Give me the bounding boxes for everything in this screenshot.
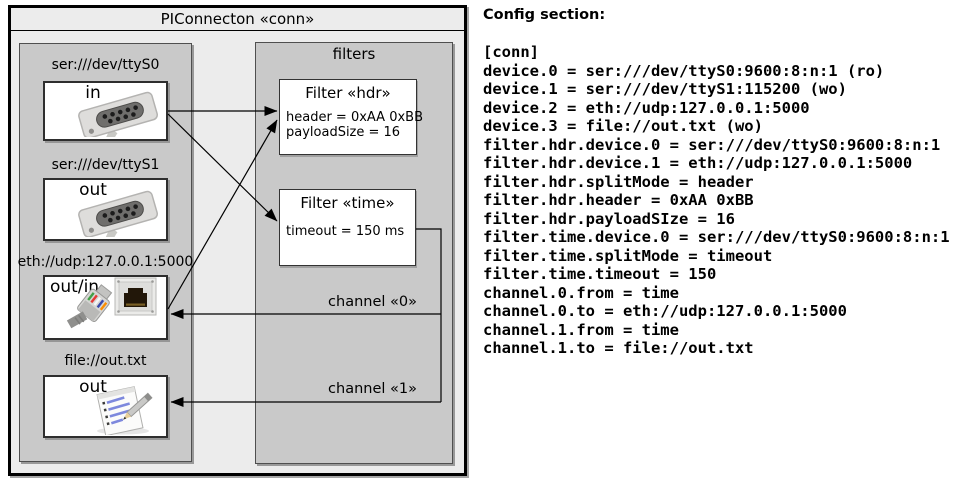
filter-hdr-box: Filter «hdr» header = 0xAA 0xBB payloadS…	[279, 79, 424, 155]
config-line: device.2 = eth://udp:127.0.0.1:5000	[483, 98, 810, 117]
channel-1-label: channel «1»	[328, 381, 417, 397]
notepad-pencil-photo	[96, 386, 153, 435]
port-label: in	[85, 83, 101, 103]
piconnecton-container: PIConnecton «conn» ser:///dev/ttyS0 in	[8, 5, 467, 476]
filter-hdr-param-payloadsize: payloadSize = 16	[286, 124, 401, 140]
ethernet-connector-photo	[66, 277, 157, 329]
port-label: out	[79, 377, 107, 397]
config-line: filter.hdr.header = 0xAA 0xBB	[483, 191, 754, 209]
channel-0-label: channel «0»	[328, 294, 417, 310]
diagram-title: PIConnecton «conn»	[11, 8, 464, 31]
device-box-eth: out/in	[43, 275, 168, 340]
filter-time-title: Filter «time»	[300, 194, 395, 212]
filter-hdr-title: Filter «hdr»	[305, 84, 391, 102]
config-line: filter.time.device.0 = ser:///dev/ttyS0:…	[483, 228, 950, 246]
config-line: channel.1.to = file://out.txt	[483, 339, 754, 357]
serial-connector-photo	[78, 190, 158, 237]
config-line: channel.0.to = eth://udp:127.0.0.1:5000	[483, 302, 847, 320]
serial-connector-photo	[78, 91, 158, 137]
config-line: filter.time.splitMode = timeout	[483, 246, 773, 265]
config-line: filter.time.timeout = 150	[483, 265, 717, 283]
config-line: device.1 = ser:///dev/ttyS1:115200 (wo)	[483, 80, 847, 98]
config-line: device.0 = ser:///dev/ttyS0:9600:8:n:1 (…	[483, 61, 885, 80]
config-panel: Config section: [conn] device.0 = ser://…	[483, 6, 958, 358]
port-label: out/in	[50, 277, 100, 297]
device-box-file: out	[43, 375, 168, 438]
config-title: Config section:	[483, 7, 606, 23]
config-line: channel.1.from = time	[483, 320, 679, 339]
filter-hdr-param-header: header = 0xAA 0xBB	[286, 110, 424, 125]
filters-panel-title: filters	[332, 45, 376, 63]
filter-time-box: Filter «time» timeout = 150 ms	[279, 189, 416, 266]
device-label-ttys0: ser:///dev/ttyS0	[51, 57, 160, 73]
device-label-file: file://out.txt	[64, 353, 147, 369]
filters-panel: filters Filter «hdr» header = 0xAA 0xBB …	[255, 42, 453, 464]
device-label-ttys1: ser:///dev/ttyS1	[51, 157, 160, 173]
config-line: channel.0.from = time	[483, 283, 679, 302]
config-line: filter.hdr.splitMode = header	[483, 172, 754, 191]
config-line: device.3 = file://out.txt (wo)	[483, 117, 763, 135]
config-line: filter.hdr.payloadSIze = 16	[483, 209, 735, 228]
config-lines: [conn] device.0 = ser:///dev/ttyS0:9600:…	[483, 43, 958, 358]
config-line: [conn]	[483, 43, 539, 61]
devices-panel: ser:///dev/ttyS0 in	[18, 43, 193, 462]
config-line: filter.hdr.device.0 = ser:///dev/ttyS0:9…	[483, 135, 941, 154]
device-box-ttys0: in	[43, 81, 168, 141]
filter-time-param-timeout: timeout = 150 ms	[286, 224, 405, 239]
config-line: filter.hdr.device.1 = eth://udp:127.0.0.…	[483, 154, 913, 172]
device-box-ttys1: out	[43, 178, 168, 241]
port-label: out	[79, 180, 107, 200]
device-label-eth: eth://udp:127.0.0.1:5000	[17, 254, 194, 270]
